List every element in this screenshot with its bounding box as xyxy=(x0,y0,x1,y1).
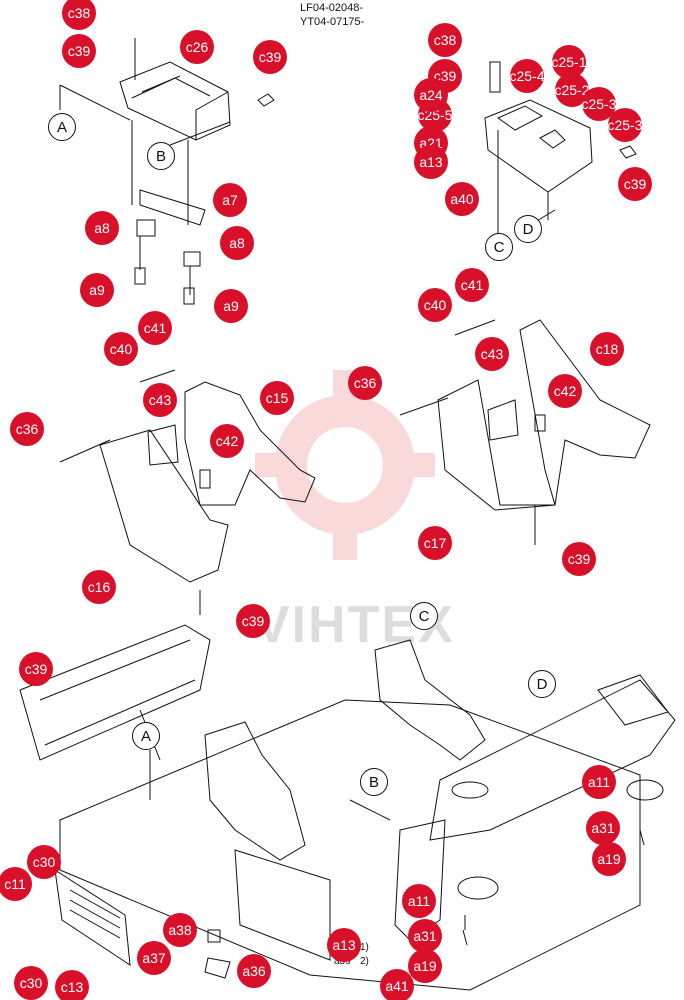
callout-c17[interactable]: c17 xyxy=(418,526,452,560)
callout-a38[interactable]: a38 xyxy=(163,913,197,947)
callout-a31[interactable]: a31 xyxy=(408,919,442,953)
callout-a8[interactable]: a8 xyxy=(220,226,254,260)
callout-a13[interactable]: a13 xyxy=(327,928,361,962)
callout-a9[interactable]: a9 xyxy=(80,273,114,307)
watermark-gear-icon xyxy=(255,370,435,560)
callout-a37[interactable]: a37 xyxy=(137,941,171,975)
callout-c30[interactable]: c30 xyxy=(14,966,48,1000)
ref-letter-c: C xyxy=(410,602,438,630)
callout-c42[interactable]: c42 xyxy=(548,374,582,408)
callout-c25-4[interactable]: c25-4 xyxy=(509,59,545,93)
callout-c15[interactable]: c15 xyxy=(260,381,294,415)
ref-letter-c: C xyxy=(485,233,513,261)
callout-a24[interactable]: a24 xyxy=(414,78,448,112)
callout-c41[interactable]: c41 xyxy=(455,268,489,302)
callout-c38[interactable]: c38 xyxy=(62,0,96,30)
callout-c39[interactable]: c39 xyxy=(19,652,53,686)
ref-letter-a: A xyxy=(48,113,76,141)
callout-c36[interactable]: c36 xyxy=(348,366,382,400)
ref-letter-b: B xyxy=(360,768,388,796)
callout-c30[interactable]: c30 xyxy=(27,845,61,879)
callout-c26[interactable]: c26 xyxy=(180,30,214,64)
callout-a31[interactable]: a31 xyxy=(586,811,620,845)
callout-c18[interactable]: c18 xyxy=(590,332,624,366)
callout-a19[interactable]: a19 xyxy=(408,949,442,983)
ref-letter-b: B xyxy=(147,142,175,170)
callout-a9[interactable]: a9 xyxy=(214,289,248,323)
note-1: 1) xyxy=(360,942,369,953)
callout-c40[interactable]: c40 xyxy=(104,332,138,366)
callout-a13[interactable]: a13 xyxy=(414,145,448,179)
callout-c39[interactable]: c39 xyxy=(618,167,652,201)
callout-a11[interactable]: a11 xyxy=(582,765,616,799)
callout-c41[interactable]: c41 xyxy=(138,311,172,345)
callout-a40[interactable]: a40 xyxy=(445,182,479,216)
callout-c16[interactable]: c16 xyxy=(82,570,116,604)
callout-a19[interactable]: a19 xyxy=(592,842,626,876)
callout-a7[interactable]: a7 xyxy=(213,183,247,217)
drawing-number-2: YT04-07175- xyxy=(300,16,365,28)
callout-c25-3[interactable]: c25-3 xyxy=(607,108,643,142)
callout-c39[interactable]: c39 xyxy=(62,34,96,68)
ref-letter-d: D xyxy=(528,670,556,698)
ref-letter-a: A xyxy=(132,722,160,750)
callout-a41[interactable]: a41 xyxy=(380,969,414,1000)
drawing-number-1: LF04-02048- xyxy=(300,2,363,14)
callout-c11[interactable]: c11 xyxy=(0,867,32,901)
callout-c40[interactable]: c40 xyxy=(418,288,452,322)
note-2: 2) xyxy=(360,956,369,967)
callout-c43[interactable]: c43 xyxy=(475,337,509,371)
callout-c42[interactable]: c42 xyxy=(210,424,244,458)
callout-c39[interactable]: c39 xyxy=(236,604,270,638)
callout-c36[interactable]: c36 xyxy=(10,412,44,446)
ref-letter-d: D xyxy=(514,215,542,243)
callout-c39[interactable]: c39 xyxy=(562,542,596,576)
callout-a8[interactable]: a8 xyxy=(85,211,119,245)
callout-c39[interactable]: c39 xyxy=(253,40,287,74)
callout-c13[interactable]: c13 xyxy=(55,970,89,1000)
callout-c43[interactable]: c43 xyxy=(143,383,177,417)
callout-a36[interactable]: a36 xyxy=(237,954,271,988)
callout-c38[interactable]: c38 xyxy=(428,23,462,57)
callout-a11[interactable]: a11 xyxy=(402,884,436,918)
